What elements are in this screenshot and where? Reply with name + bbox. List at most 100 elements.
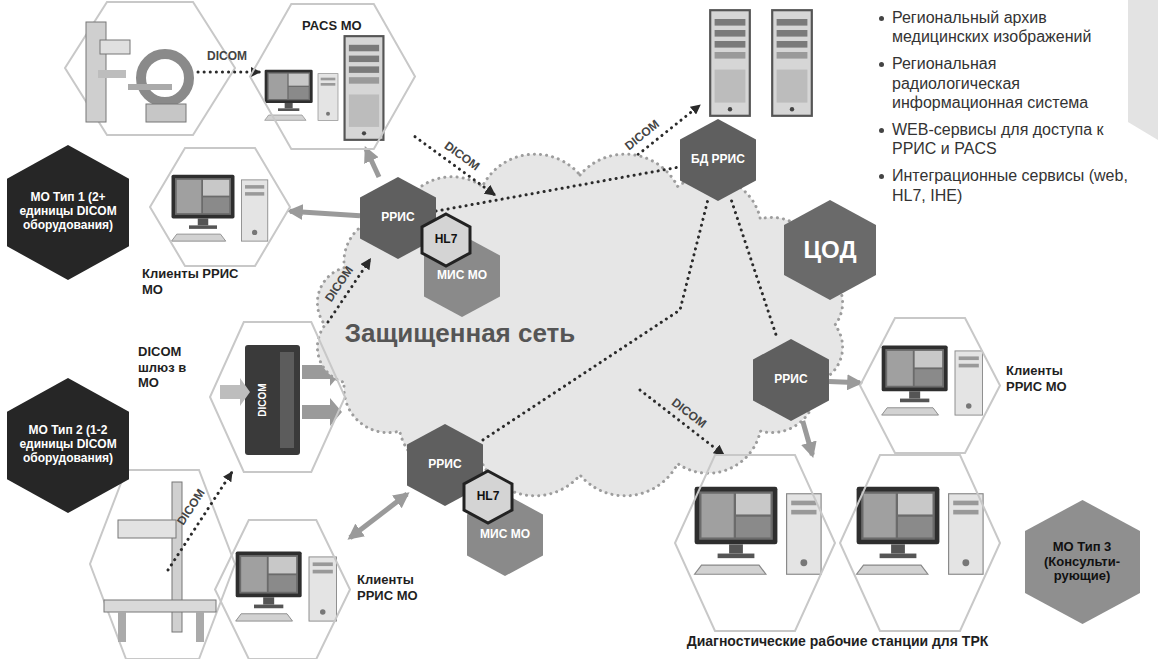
bullet-list: Региональный архив медицинских изображен… <box>878 8 1128 213</box>
label-holder: DICOM <box>207 49 247 63</box>
hexagon-outline <box>424 235 500 317</box>
hex-text-box: БД РРИС <box>680 119 756 201</box>
protocol-label: DICOM <box>442 139 483 174</box>
node-text: МО Тип 2 (1-2 единицы DICOM оборудования… <box>19 424 117 465</box>
frame-outline <box>210 322 345 472</box>
hex-text-wrap: ЦОД <box>804 236 857 264</box>
hexagon-node: HL7 <box>422 214 470 266</box>
bullet-item: Региональная радиологическая информацион… <box>878 54 1128 112</box>
hex-text-wrap: РРИС <box>774 373 807 387</box>
hex-text-wrap: МИС МО <box>437 269 487 283</box>
hexagon-node: ЦОД <box>784 200 876 300</box>
hexagon-node: МО Тип 2 (1-2 единицы DICOM оборудования… <box>7 378 129 513</box>
protocol-label: DICOM <box>622 117 662 153</box>
text-holder: Клиенты РРИС МО <box>357 572 445 603</box>
hexagon-frame: Клиенты РРИС МО <box>860 318 1000 453</box>
hexagon-node: МО Тип 3 (Консульти-рующие) <box>1025 500 1140 624</box>
hexagon-frame: Диагностические рабочие станции для ТРК <box>675 455 1000 631</box>
frame-shape <box>150 148 290 266</box>
node-text: РРИС <box>774 373 807 387</box>
hexagon-node: МО Тип 1 (2+ единицы DICOM оборудования) <box>7 145 129 280</box>
node-text: РРИС <box>381 211 414 225</box>
hex-text-wrap: HL7 <box>477 490 500 504</box>
node-text: HL7 <box>435 233 458 247</box>
text-holder: Диагностические рабочие станции для ТРК <box>665 633 1010 650</box>
network-title: Защищенная сеть <box>335 318 585 349</box>
node-text: РРИС <box>428 458 461 472</box>
frame-outline <box>860 318 1000 453</box>
node-text: МО Тип 3 (Консульти-рующие) <box>1036 540 1128 585</box>
link-arrow <box>290 211 360 215</box>
hexagon-outline <box>680 119 756 201</box>
link-arrow <box>829 382 860 383</box>
frame-outline <box>150 148 290 266</box>
frame-outline <box>215 520 350 659</box>
hex-text-box: HL7 <box>464 471 512 523</box>
label-holder: DICOM <box>622 117 662 153</box>
frame-label: Диагностические рабочие станции для ТРК <box>665 633 1010 650</box>
hexagon-frame: Клиенты РРИС МО <box>150 148 290 266</box>
edge-label-holder: DICOM <box>442 139 483 174</box>
hex-text-wrap: МО Тип 1 (2+ единицы DICOM оборудования) <box>19 191 117 232</box>
frame-shape <box>860 318 1000 453</box>
link-arrow <box>803 421 813 455</box>
hex-text-wrap: МО Тип 3 (Консульти-рующие) <box>1036 540 1128 585</box>
frame-outline <box>250 4 415 149</box>
frame-outline <box>840 455 1000 631</box>
node-text: МО Тип 1 (2+ единицы DICOM оборудования) <box>19 191 117 232</box>
hexagon-node: БД РРИС <box>680 119 756 201</box>
hexagon-frame: DICOM шлюз в МО <box>210 322 345 472</box>
service-item: Региональная радиологическая информацион… <box>892 54 1128 112</box>
node-text: МИС МО <box>437 269 487 283</box>
hexagon-outline <box>7 378 129 513</box>
hex-text-wrap: БД РРИС <box>691 153 745 167</box>
hexagon-node: HL7 <box>464 471 512 523</box>
text-holder: Клиенты РРИС МО <box>1006 363 1101 394</box>
frame-label: Клиенты РРИС МО <box>1006 363 1101 394</box>
label-holder: DICOM <box>257 383 268 416</box>
node-text: ЦОД <box>804 236 857 264</box>
bullet-dot <box>879 62 884 67</box>
link-arrow <box>350 494 407 538</box>
bullet-item: WEB-сервисы для доступа к РРИС и PACS <box>878 120 1128 158</box>
frame-label: DICOM шлюз в МО <box>138 344 206 391</box>
hex-text-wrap: РРИС <box>381 211 414 225</box>
hexagon-outline <box>1025 500 1140 624</box>
hexagon-outline <box>422 214 470 266</box>
link-arrow <box>366 149 379 177</box>
frame-shape <box>675 455 1000 631</box>
service-item: Региональный архив медицинских изображен… <box>892 8 1128 46</box>
hex-text-wrap: МО Тип 2 (1-2 единицы DICOM оборудования… <box>19 424 117 465</box>
hex-text-wrap: HL7 <box>435 233 458 247</box>
frame-outline <box>675 455 835 631</box>
bullet-dot <box>879 16 884 21</box>
cloud-outline <box>317 154 842 496</box>
bullet-dot <box>879 174 884 179</box>
bullet-item: Интеграционные сервисы (web, HL7, IHE) <box>878 166 1128 204</box>
hex-text-box: РРИС <box>753 339 829 421</box>
hexagon-outline <box>467 494 543 576</box>
service-item: WEB-сервисы для доступа к РРИС и PACS <box>892 120 1128 158</box>
node-text: HL7 <box>477 490 500 504</box>
node-text: МИС МО <box>480 528 530 542</box>
service-item: Интеграционные сервисы (web, HL7, IHE) <box>892 166 1128 204</box>
hexagon-outline <box>784 200 876 300</box>
frame-label: PACS МО <box>302 18 386 34</box>
bullet-item: Региональный архив медицинских изображен… <box>878 8 1128 46</box>
text-holder: DICOM шлюз в МО <box>138 344 206 391</box>
protocol-label: DICOM <box>257 383 268 416</box>
hexagon-frame: PACS МО <box>250 4 415 149</box>
hexagon-outline <box>753 339 829 421</box>
hex-text-wrap: МИС МО <box>480 528 530 542</box>
frame-label: Клиенты РРИС МО <box>357 572 445 603</box>
hex-text-wrap: РРИС <box>428 458 461 472</box>
hex-text-box: ЦОД <box>784 200 876 300</box>
text-holder: PACS МО <box>302 18 386 34</box>
protocol-label: DICOM <box>174 486 208 527</box>
hex-text-box: МО Тип 1 (2+ единицы DICOM оборудования) <box>7 145 129 280</box>
node-text: БД РРИС <box>691 153 745 167</box>
label-holder: DICOM <box>174 486 208 527</box>
hexagon-node: РРИС <box>753 339 829 421</box>
hex-text-box: HL7 <box>422 214 470 266</box>
